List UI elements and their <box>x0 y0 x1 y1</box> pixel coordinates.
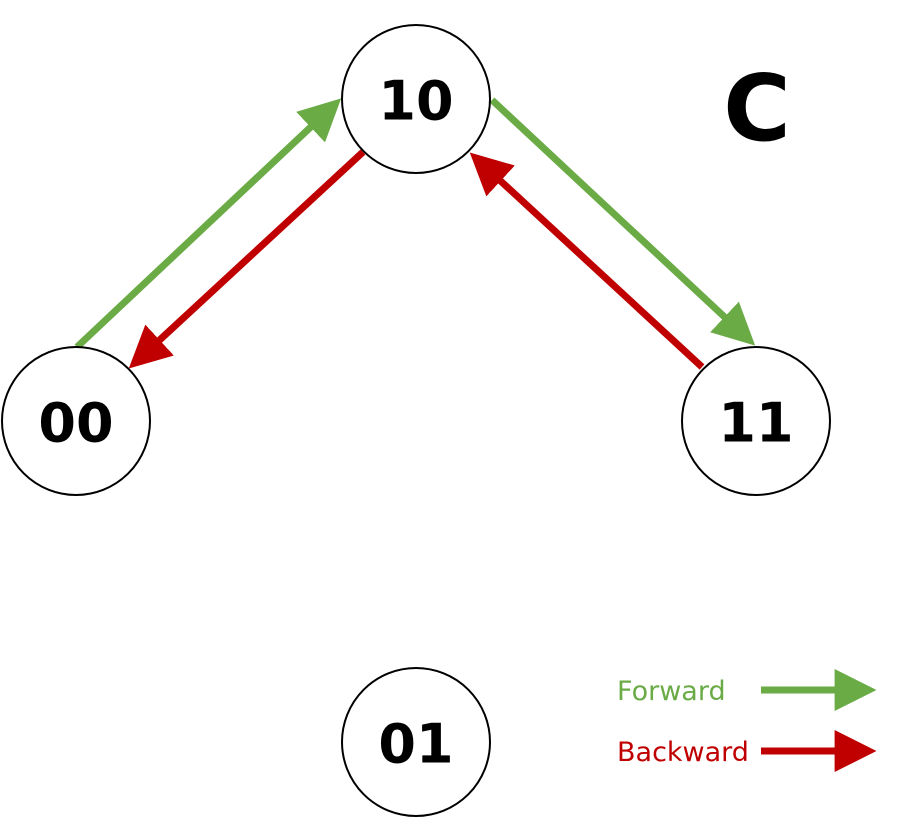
node-11-label: 11 <box>718 392 793 455</box>
node-11: 11 <box>681 346 831 496</box>
panel-label: C <box>723 55 791 162</box>
node-10-label: 10 <box>378 70 453 133</box>
legend: Forward Backward <box>617 669 877 772</box>
legend-forward-label: Forward <box>617 676 726 707</box>
legend-backward-label: Backward <box>617 737 749 768</box>
edge-forward-00-to-10 <box>74 98 342 350</box>
node-10: 10 <box>341 24 491 174</box>
node-01-label: 01 <box>378 713 453 776</box>
edge-backward-10-to-00 <box>128 149 366 369</box>
node-01: 01 <box>341 667 491 817</box>
node-00: 00 <box>1 346 151 496</box>
edge-backward-11-to-10 <box>469 152 705 370</box>
node-00-label: 00 <box>38 392 113 455</box>
edge-forward-10-to-11 <box>489 97 756 346</box>
